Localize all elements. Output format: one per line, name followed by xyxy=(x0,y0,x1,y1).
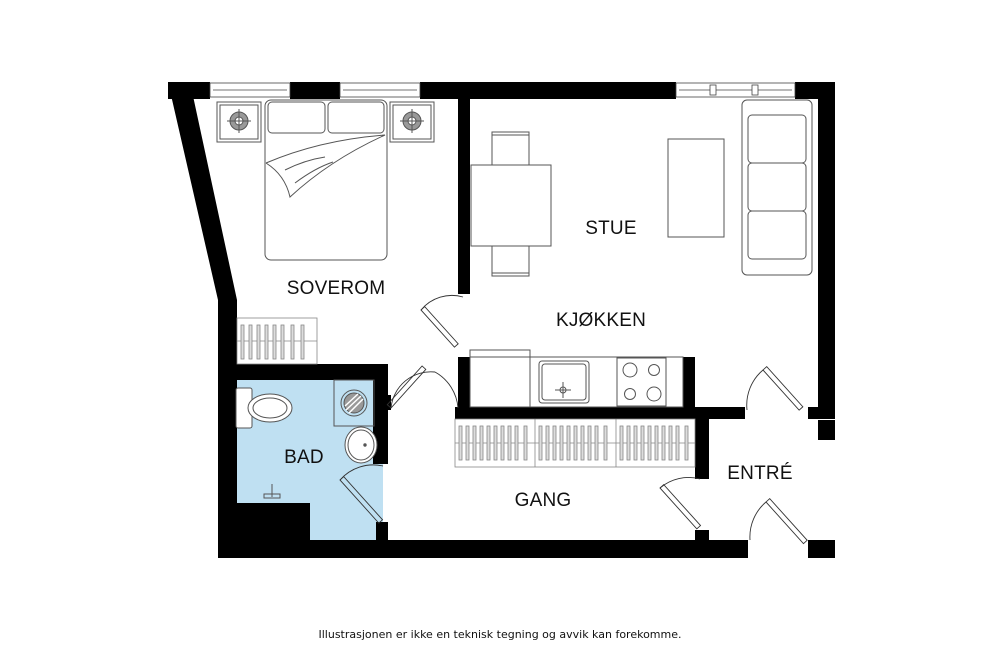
nightstand-right xyxy=(389,101,435,143)
wardrobe-hallway xyxy=(454,418,696,468)
room-label-kjokken: KJØKKEN xyxy=(555,310,647,331)
doors xyxy=(339,294,808,545)
room-label-gang: GANG xyxy=(514,490,572,511)
nightstand-left xyxy=(216,101,262,143)
room-label-stue: STUE xyxy=(585,218,637,239)
coffee-table xyxy=(667,138,725,238)
sofa xyxy=(741,99,813,276)
kitchen-counter xyxy=(469,349,684,408)
disclaimer-text: Illustrasjonen er ikke en teknisk tegnin… xyxy=(318,628,682,641)
dining-table xyxy=(470,131,552,277)
shower-tap xyxy=(263,484,281,499)
room-label-bad: BAD xyxy=(284,447,324,468)
walls xyxy=(168,82,835,558)
shower-drain xyxy=(333,379,375,427)
room-label-soverom: SOVEROM xyxy=(286,278,386,299)
wardrobe-bedroom xyxy=(236,317,318,365)
bed xyxy=(264,99,388,261)
sink xyxy=(344,426,378,464)
room-label-entre: ENTRÉ xyxy=(727,463,793,484)
toilet xyxy=(235,387,293,429)
windows xyxy=(209,82,796,98)
